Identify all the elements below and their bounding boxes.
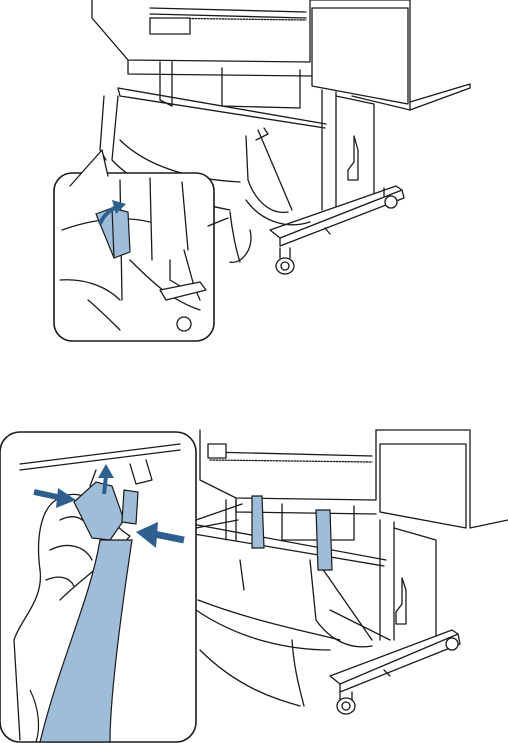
detail-callout-top [54,150,228,341]
paper-basket [190,524,390,706]
figure-bottom [0,420,508,743]
figure-top [0,0,508,350]
